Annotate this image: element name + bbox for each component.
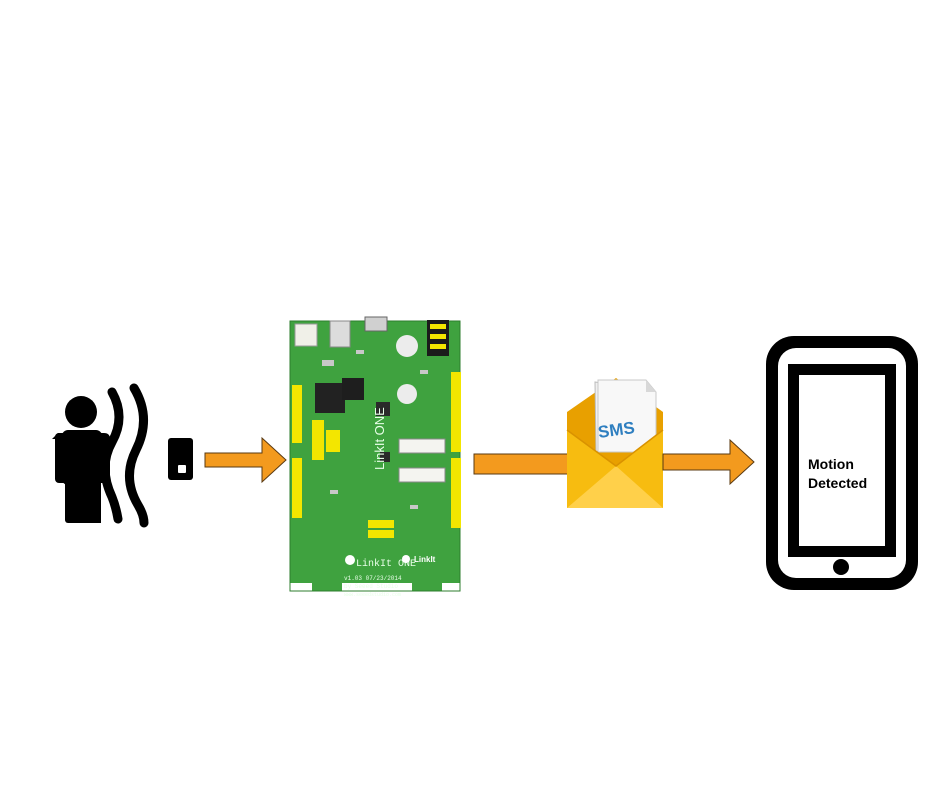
seeed-logo-icon — [345, 555, 355, 565]
board-brand-label: LinkIt ONE — [356, 558, 416, 570]
sms-label: SMS — [597, 418, 636, 442]
motion-wave-icon — [100, 383, 149, 528]
home-button-icon — [833, 559, 849, 575]
motion-sensor-icon — [168, 438, 193, 480]
arrow-sensor-to-board — [204, 436, 287, 484]
header-left-top — [292, 385, 302, 443]
board-maker-label: by Seeed Studio — [344, 583, 398, 590]
board-url-label: www.seeedstudio.com — [344, 592, 401, 598]
arrow-board-to-sms — [473, 453, 571, 475]
notification-line-2: Detected — [808, 475, 868, 491]
linkit-logo-icon — [402, 555, 410, 563]
board-logo-text: LinkIt — [414, 555, 436, 564]
header-right-top — [451, 372, 461, 452]
phone-notification: Motion Detected — [808, 455, 888, 493]
board-brand-vertical: LinkIt ONE — [372, 407, 387, 470]
person-icon — [52, 396, 110, 523]
board-version-label: v1.03 07/23/2014 — [344, 575, 402, 582]
header-left-bottom — [292, 458, 302, 518]
linkit-one-board: LinkIt ONE LinkIt ONE v1.03 07/23/2014 b… — [289, 316, 461, 598]
phone-screen — [799, 375, 885, 546]
sms-envelope-icon: SMS — [566, 378, 664, 508]
header-right-bottom — [451, 458, 461, 528]
usb-port — [364, 316, 388, 332]
arrow-sms-to-phone — [662, 438, 755, 486]
notification-line-1: Motion — [808, 456, 854, 472]
smartphone-icon — [766, 336, 918, 590]
